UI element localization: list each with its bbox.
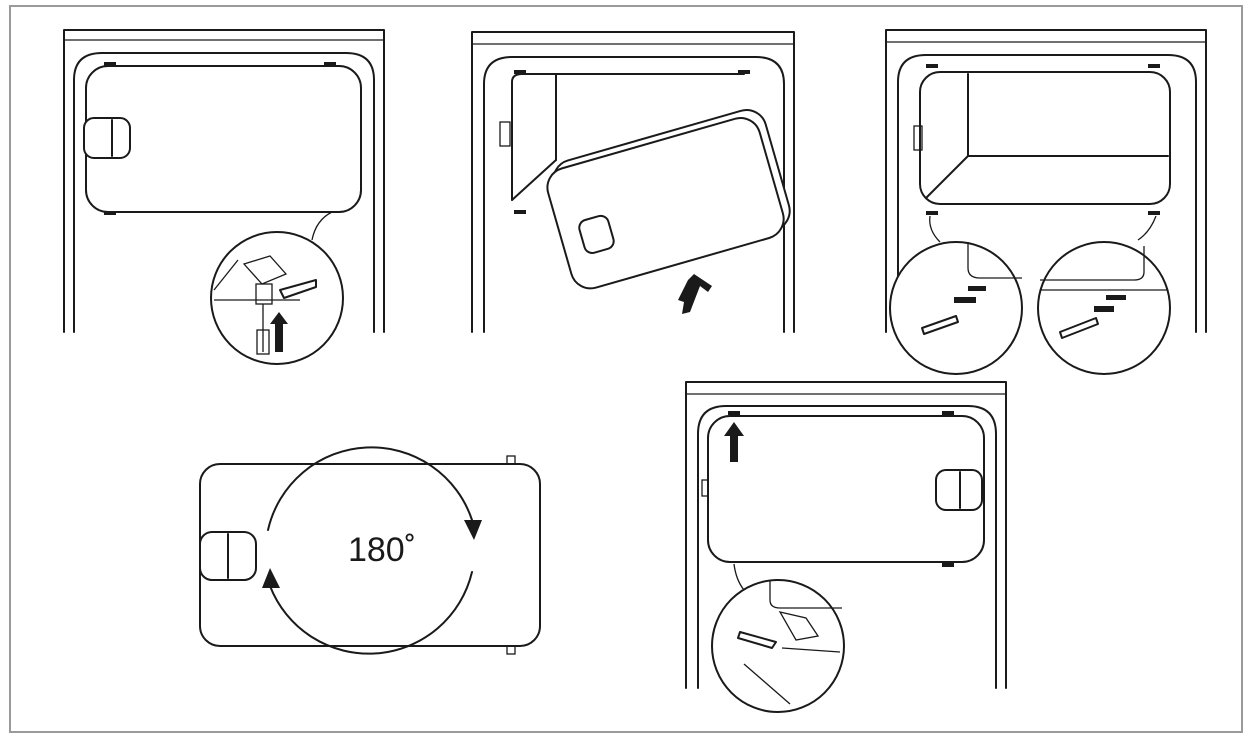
zoom-circle-hinge xyxy=(711,579,845,713)
zoom-circle-left-pin xyxy=(889,241,1023,375)
empty-compartment xyxy=(919,71,1171,205)
rotate-arrow-icon xyxy=(267,446,473,531)
door-handle xyxy=(578,214,615,255)
door-handle xyxy=(83,117,131,159)
panel-remove-hinge xyxy=(63,29,385,365)
arrow-up-icon xyxy=(724,422,744,462)
panel-swap-pins xyxy=(885,29,1207,375)
rotation-angle-label: 180˚ xyxy=(348,531,416,569)
outer-frame xyxy=(9,5,1243,733)
arrow-up-icon xyxy=(270,312,288,352)
panel-rotate-door: 180˚ xyxy=(199,446,541,655)
lifted-door xyxy=(546,117,785,290)
panel-refit-door xyxy=(685,381,1007,713)
zoom-circle-hinge xyxy=(210,231,344,365)
arrow-down-icon xyxy=(678,274,712,314)
panel-lift-door xyxy=(471,31,795,333)
rotate-arrow-icon xyxy=(269,571,473,655)
